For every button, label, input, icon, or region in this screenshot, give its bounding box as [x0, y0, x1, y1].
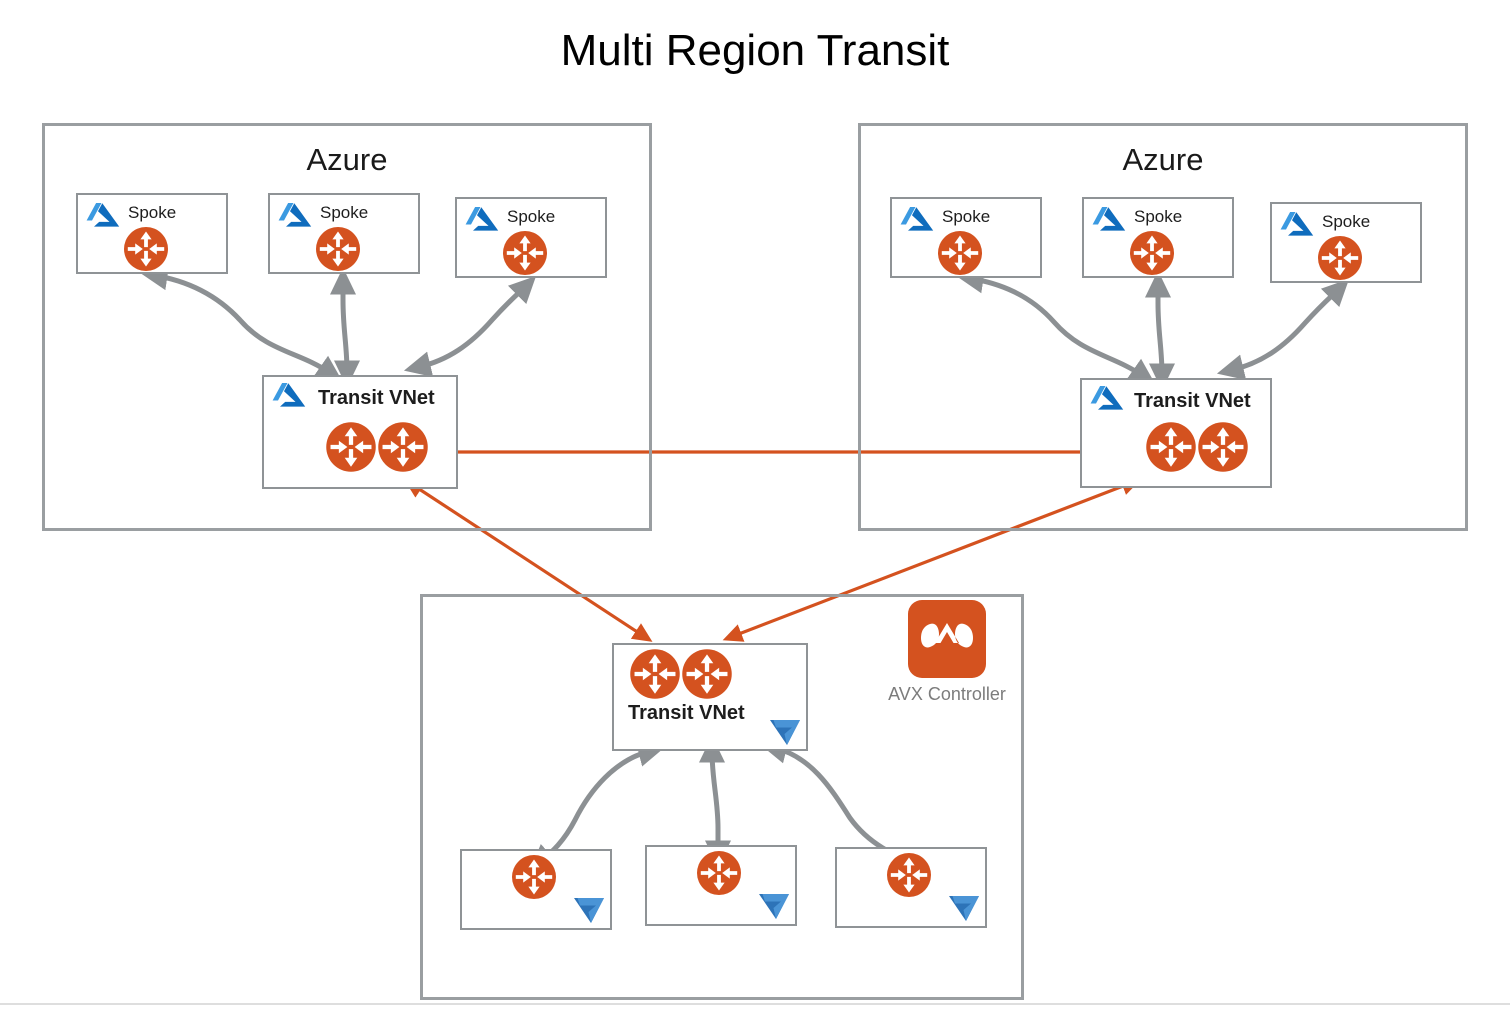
node-label-spoke-left-1: Spoke — [320, 203, 369, 222]
node-spoke-left-0[interactable]: Spoke — [76, 193, 228, 274]
region-label-azure-right: Azure — [1122, 142, 1204, 177]
region-azure-stack-bottom — [420, 594, 1024, 1000]
router-gateway-icon[interactable] — [510, 853, 558, 901]
node-spoke-left-2[interactable]: Spoke — [455, 197, 607, 278]
node-label-spoke-right-1: Spoke — [1134, 207, 1183, 226]
node-transit-vnet-bottom[interactable]: Transit VNet — [612, 643, 808, 751]
node-transit-vnet-left[interactable]: Transit VNet — [262, 375, 458, 489]
azure-logo-icon — [278, 201, 312, 229]
router-gateway-icon[interactable] — [1196, 420, 1250, 474]
page-title: Multi Region Transit — [560, 26, 950, 75]
avx-controller[interactable]: AVX Controller — [888, 600, 1006, 704]
router-gateway-icon[interactable] — [1128, 229, 1176, 277]
azure-logo-icon — [465, 205, 499, 233]
router-gateway-icon[interactable] — [628, 647, 682, 701]
node-spoke-bottom-2[interactable] — [835, 847, 987, 928]
azure-stack-logo-icon — [572, 895, 606, 925]
node-label-transit-vnet-right: Transit VNet — [1134, 390, 1251, 412]
connector-group-inter-region — [403, 442, 1155, 642]
connector-left-transit-spoke-2 — [403, 275, 537, 377]
window-bottom-edge — [0, 1003, 1510, 1014]
azure-stack-logo-icon — [757, 891, 791, 921]
node-transit-vnet-right[interactable]: Transit VNet — [1080, 378, 1272, 488]
connector-left-transit-bottom-transit — [403, 479, 653, 642]
router-gateway-icon[interactable] — [324, 420, 378, 474]
azure-logo-icon — [900, 205, 934, 233]
connector-group-azure-left — [140, 264, 537, 388]
avx-controller-caption: AVX Controller — [888, 684, 1006, 704]
azure-logo-icon — [272, 381, 306, 409]
node-label-spoke-left-0: Spoke — [128, 203, 177, 222]
router-gateway-icon[interactable] — [122, 225, 170, 273]
aviatrix-logo-icon — [908, 600, 986, 678]
region-azure-right: Azure — [858, 123, 1468, 531]
connector-group-azure-right — [956, 267, 1350, 391]
router-gateway-icon[interactable] — [936, 229, 984, 277]
node-spoke-left-1[interactable]: Spoke — [268, 193, 420, 274]
connector-left-transit-spoke-1 — [330, 267, 360, 388]
region-label-azure-left: Azure — [306, 142, 388, 177]
node-label-spoke-right-2: Spoke — [1322, 212, 1371, 231]
node-label-spoke-left-2: Spoke — [507, 207, 556, 226]
node-spoke-right-2[interactable]: Spoke — [1270, 202, 1422, 283]
router-gateway-icon[interactable] — [680, 647, 734, 701]
azure-logo-icon — [86, 201, 120, 229]
router-gateway-icon[interactable] — [1144, 420, 1198, 474]
azure-logo-icon — [1090, 384, 1124, 412]
router-gateway-icon[interactable] — [314, 225, 362, 273]
router-gateway-icon[interactable] — [695, 849, 743, 897]
azure-logo-icon — [1092, 205, 1126, 233]
node-label-transit-vnet-left: Transit VNet — [318, 387, 435, 409]
node-spoke-right-0[interactable]: Spoke — [890, 197, 1042, 278]
node-label-spoke-right-0: Spoke — [942, 207, 991, 226]
azure-logo-icon — [1280, 210, 1314, 238]
region-azure-left: Azure — [42, 123, 652, 531]
connector-right-transit-spoke-1 — [1145, 270, 1175, 391]
connector-right-transit-bottom-transit — [722, 477, 1142, 642]
router-gateway-icon[interactable] — [376, 420, 430, 474]
azure-stack-logo-icon — [768, 717, 802, 747]
node-spoke-bottom-1[interactable] — [645, 845, 797, 926]
router-gateway-icon[interactable] — [885, 851, 933, 899]
router-gateway-icon[interactable] — [1316, 234, 1364, 282]
connector-right-transit-spoke-2 — [1216, 278, 1350, 380]
node-spoke-bottom-0[interactable] — [460, 849, 612, 930]
azure-stack-logo-icon — [947, 893, 981, 923]
connector-right-transit-spoke-0 — [956, 267, 1156, 385]
router-gateway-icon[interactable] — [501, 229, 549, 277]
connector-left-transit-spoke-0 — [140, 264, 343, 382]
node-label-transit-vnet-bottom: Transit VNet — [628, 702, 745, 724]
node-spoke-right-1[interactable]: Spoke — [1082, 197, 1234, 278]
